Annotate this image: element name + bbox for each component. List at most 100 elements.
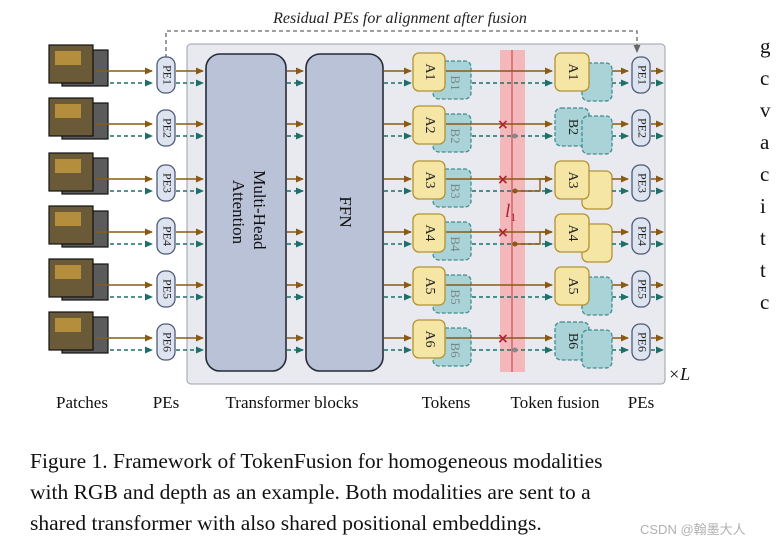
- rgb-patch-detail: [55, 318, 81, 332]
- token-a: [412, 319, 446, 359]
- multi-head-attention-block: [205, 53, 287, 372]
- token-a: [412, 105, 446, 145]
- right-text-3: a: [760, 130, 770, 154]
- pe-label-right: PE1: [635, 65, 649, 85]
- pe-pill: [156, 56, 176, 94]
- right-text-1: c: [760, 66, 770, 90]
- token-a: [412, 160, 446, 200]
- pe-pill-right: [631, 323, 651, 361]
- fused-token-b-label: B2: [565, 119, 580, 135]
- pe-pill-right: [631, 164, 651, 202]
- fusion-node: [512, 188, 518, 194]
- pe-pill: [156, 270, 176, 308]
- caption-line-3: shared transformer with also shared posi…: [30, 511, 542, 535]
- token-a-label: A1: [422, 63, 437, 80]
- caption-line-1: Figure 1. Framework of TokenFusion for h…: [30, 449, 603, 473]
- fusion-node: [512, 241, 518, 247]
- pe-pill: [156, 109, 176, 147]
- rgb-patch-detail: [55, 265, 81, 279]
- pe-label-right: PE4: [635, 226, 649, 246]
- fused-token-a: [554, 213, 590, 253]
- pe-label: PE6: [160, 332, 174, 352]
- pe-pill: [156, 217, 176, 255]
- token-a-label: A3: [422, 171, 437, 188]
- token-a-label: A5: [422, 277, 437, 294]
- pe-label: PE2: [160, 118, 174, 138]
- ffn-block: [305, 53, 384, 372]
- pe-pill-right: [631, 56, 651, 94]
- label-tokens: Tokens: [422, 393, 471, 412]
- fused-token-b-label: B6: [565, 333, 580, 349]
- pe-pill-right: [631, 270, 651, 308]
- pe-label: PE4: [160, 226, 174, 246]
- rgb-patch-detail: [55, 212, 81, 226]
- fused-token-b-back: [581, 329, 613, 369]
- ffn-label: FFN: [336, 196, 355, 227]
- token-a-label: A2: [422, 116, 437, 133]
- fusion-connector: [515, 178, 552, 192]
- fused-token-a-label: A1: [565, 63, 580, 80]
- right-text-8: c: [760, 290, 770, 314]
- pe-pill: [156, 323, 176, 361]
- right-text-6: t: [760, 226, 766, 250]
- pe-label-right: PE5: [635, 279, 649, 299]
- pe-label-right: PE3: [635, 173, 649, 193]
- right-text-4: c: [760, 162, 770, 186]
- watermark: CSDN @翰墨大人: [640, 522, 746, 537]
- pe-label: PE5: [160, 279, 174, 299]
- token-b-label: B6: [448, 342, 463, 358]
- token-a-label: A6: [422, 330, 437, 347]
- token-b-label: B4: [448, 236, 463, 252]
- label-patches: Patches: [56, 393, 108, 412]
- label-pes-right: PEs: [628, 393, 654, 412]
- figure-caption: Figure 1. Framework of TokenFusion for h…: [30, 446, 730, 539]
- token-a: [412, 213, 446, 253]
- right-text-7: t: [760, 258, 766, 282]
- fused-token-a: [554, 160, 590, 200]
- pe-label: PE3: [160, 173, 174, 193]
- pe-pill: [156, 164, 176, 202]
- label-token-fusion: Token fusion: [511, 393, 600, 412]
- rgb-patch-detail: [55, 159, 81, 173]
- fused-token-a: [554, 266, 590, 306]
- prune-x-mark: ×: [497, 117, 509, 133]
- clipped-right-column-text: g c v a c i t t c: [760, 30, 783, 318]
- pe-label: PE1: [160, 65, 174, 85]
- token-a: [412, 266, 446, 306]
- caption-line-2: with RGB and depth as an example. Both m…: [30, 480, 591, 504]
- mha-label: Multi-Head Attention: [229, 170, 269, 254]
- right-text-5: i: [760, 194, 766, 218]
- prune-x-mark: ×: [497, 225, 509, 241]
- pe-label-right: PE6: [635, 332, 649, 352]
- pe-pill-right: [631, 217, 651, 255]
- fusion-node: [512, 347, 518, 353]
- fused-token-a-label: A4: [565, 224, 580, 241]
- label-transformer-blocks: Transformer blocks: [226, 393, 359, 412]
- label-pes: PEs: [153, 393, 179, 412]
- fusion-node: [512, 133, 518, 139]
- fused-token-a-label: A3: [565, 171, 580, 188]
- token-b-label: B3: [448, 183, 463, 198]
- fused-token-a-label: A5: [565, 277, 580, 294]
- fused-token-b-back: [581, 115, 613, 155]
- rgb-patch-detail: [55, 51, 81, 65]
- residual-arrow: [165, 30, 641, 58]
- l1-label: l1: [505, 201, 516, 224]
- pe-label-right: PE2: [635, 118, 649, 138]
- tokenfusion-figure: Residual PEs for alignment after fusion …: [48, 10, 690, 412]
- right-text-0: g: [760, 34, 771, 58]
- pe-pill-right: [631, 109, 651, 147]
- token-b-label: B1: [448, 75, 463, 90]
- prune-x-mark: ×: [497, 172, 509, 188]
- rgb-patch-detail: [55, 104, 81, 118]
- right-text-2: v: [760, 98, 771, 122]
- token-a-label: A4: [422, 224, 437, 241]
- times-l-label: ×L: [668, 364, 690, 384]
- token-a: [412, 52, 446, 92]
- token-b-label: B2: [448, 128, 463, 143]
- prune-x-mark: ×: [497, 331, 509, 347]
- token-b-label: B5: [448, 289, 463, 304]
- fusion-connector: [515, 231, 552, 245]
- fused-token-a: [554, 52, 590, 92]
- residual-label: Residual PEs for alignment after fusion: [272, 10, 527, 27]
